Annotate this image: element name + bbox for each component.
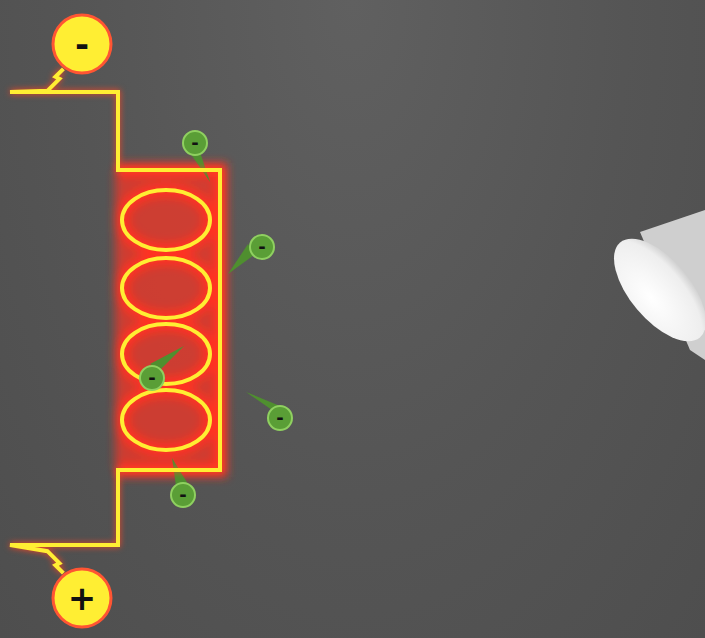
electron-tails: [150, 150, 280, 486]
terminal-circle: +: [51, 567, 113, 629]
polarity-sign: +: [68, 581, 97, 615]
polarity-sign: -: [75, 27, 89, 61]
electron-charge: -: [148, 369, 155, 387]
electron-charge: -: [276, 409, 283, 427]
electron: -: [248, 233, 276, 261]
electron: -: [169, 481, 197, 509]
filament-wire: [10, 69, 220, 573]
anode-cone: [597, 210, 705, 360]
electron-charge: -: [179, 486, 186, 504]
terminal-circle: -: [51, 13, 113, 75]
electron: -: [266, 404, 294, 432]
electron-charge: -: [191, 134, 198, 152]
electron: -: [138, 364, 166, 392]
filament-coil: [122, 190, 210, 450]
electron-charge: -: [258, 238, 265, 256]
coil-glow: [115, 170, 220, 470]
electron: -: [181, 129, 209, 157]
